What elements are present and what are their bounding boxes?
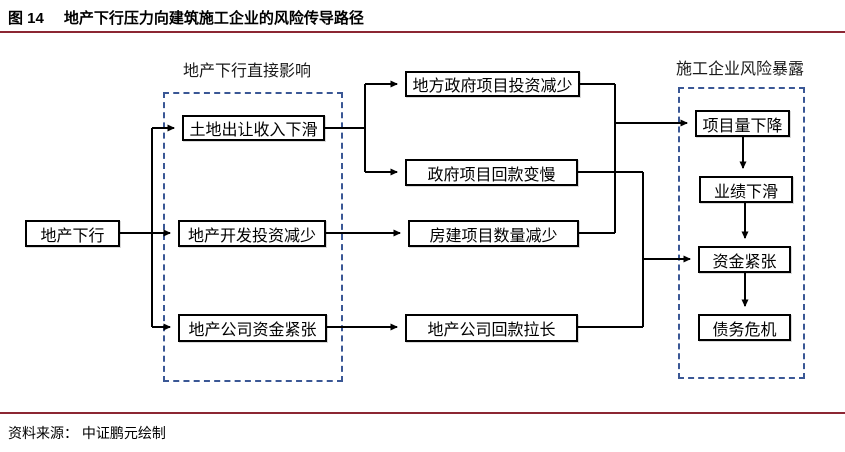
figure-number: 图 14 <box>8 10 44 27</box>
source-note: 资料来源： 中证鹏元绘制 <box>8 425 166 441</box>
node-housing-project-count-decrease: 房建项目数量减少 <box>408 220 579 247</box>
node-gov-project-payment-slowdown: 政府项目回款变慢 <box>405 159 578 186</box>
group-box-risk-exposure <box>678 87 805 379</box>
bottom-divider <box>0 412 845 414</box>
group-label-risk-exposure: 施工企业风险暴露 <box>675 61 804 78</box>
node-performance-decline: 业绩下滑 <box>699 176 793 203</box>
group-box-direct-impact <box>163 92 343 382</box>
node-developer-payment-lengthen: 地产公司回款拉长 <box>405 314 578 342</box>
node-gov-project-investment-decrease: 地方政府项目投资减少 <box>405 71 580 97</box>
node-funding-tight: 资金紧张 <box>698 246 791 273</box>
node-real-estate-downturn: 地产下行 <box>25 220 120 247</box>
node-land-sale-revenue-decline: 土地出让收入下滑 <box>182 115 325 141</box>
figure-title-text: 地产下行压力向建筑施工企业的风险传导路径 <box>63 10 364 27</box>
node-debt-crisis: 债务危机 <box>698 314 791 341</box>
node-dev-investment-decrease: 地产开发投资减少 <box>178 220 326 247</box>
figure-title: 图 14 地产下行压力向建筑施工企业的风险传导路径 <box>8 7 364 28</box>
top-divider <box>0 31 845 33</box>
group-label-direct-impact: 地产下行直接影响 <box>182 63 311 80</box>
node-project-volume-decline: 项目量下降 <box>695 110 790 137</box>
node-developer-cash-tight: 地产公司资金紧张 <box>178 314 327 342</box>
